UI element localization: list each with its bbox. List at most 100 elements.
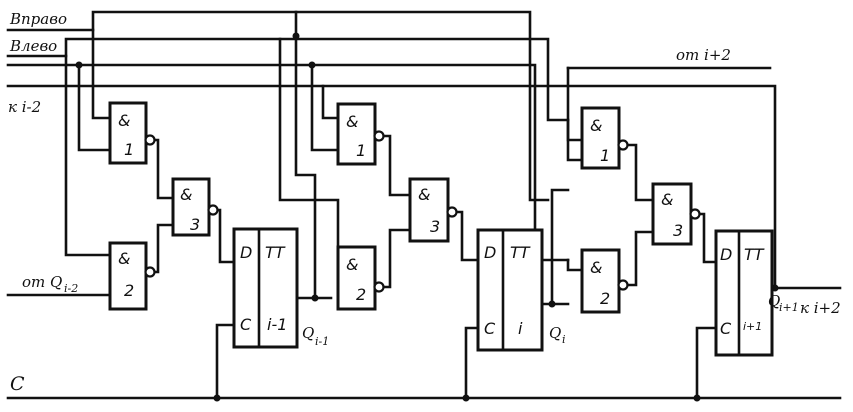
wire-g3-to-d-right [698,212,718,264]
label-right: Вправо [9,10,67,28]
inverter-bubble [617,139,629,151]
output-q-left-sub: i-1 [315,335,329,348]
gate-number: 1 [356,141,366,160]
inverter-bubble [144,134,156,146]
wire-to-i-minus-2 [6,84,777,290]
ff-d-pin: D [240,243,252,262]
flipflop-mid [476,228,544,352]
wire-right-feed [550,188,570,306]
inverter-bubble [689,208,701,220]
wire-right-bus [6,10,550,202]
wire-g3-to-d [216,208,236,264]
junction-dot [462,394,470,402]
wire-g3-to-d-mid [455,210,480,262]
wire-g2-to-g3-mid [382,228,412,289]
gate-number: 2 [124,281,134,300]
junction-dot [292,32,300,40]
wire-g2a-in-mid [278,37,340,257]
ff-stage: i-1 [267,315,287,334]
label-clock: C [10,373,25,395]
stage-mid [278,32,570,402]
wire-g1a-in-mid [321,84,340,120]
gate-symbol: & [418,185,430,204]
output-q-left: Q [302,324,314,342]
wire-g2a-in-right [566,258,584,272]
label-from-q-sub: i-2 [64,282,78,295]
and-gate-1-mid [336,102,377,166]
wire-mid-feed [294,34,317,300]
and-gate-2-left [108,241,148,311]
wire-g1b-in [77,63,112,152]
label-to-i-minus-2: к i-2 [8,98,41,116]
and-gate-2-mid [336,245,377,311]
ff-d-pin: D [484,243,496,262]
gate-number: 1 [600,146,610,165]
inverter-bubble [144,266,156,278]
wire-clock-mid [464,326,480,400]
labels: Вправо Влево к i-2 от Q i-2 от i+2 к i+2… [8,10,841,395]
inverter-bubble [373,281,385,293]
inverter-bubble [617,279,629,291]
inverter-bubble [207,204,219,216]
wire-g2-to-g3-right [626,230,655,287]
ff-c-pin: C [484,319,496,338]
gate-symbol: & [590,116,602,135]
junction-dot [75,61,83,69]
ff-c-pin: C [720,319,732,338]
ff-type: TT [510,243,531,262]
junction-dot [771,284,779,292]
wire-g1-to-g3 [153,138,175,200]
label-from-i-plus-2: от i+2 [676,46,731,64]
gate-symbol: & [118,111,130,130]
ff-stage: i [518,319,523,338]
wire-left-bus [6,37,570,122]
gate-number: 1 [124,140,134,159]
ff-stage: i+1 [743,320,762,333]
gate-symbol: & [118,249,130,268]
gate-symbol: & [346,255,358,274]
wire-from-i-plus-2-drop [566,66,584,162]
wire-g1a-in-right [566,118,584,142]
wire-clock-left [215,323,236,400]
gate-number: 3 [190,215,200,234]
wire-g1a-in [91,28,112,120]
inverter-bubble [373,130,385,142]
gate-symbol: & [180,185,192,204]
label-to-i-plus-2: к i+2 [800,299,841,317]
output-q-right: Q [768,292,780,310]
stage-right [550,106,842,402]
flipflop-right [714,229,774,357]
junction-dot [693,394,701,402]
gate-number: 3 [430,217,440,236]
output-q-mid: Q [549,324,561,342]
flipflop-left [232,227,299,349]
wire-g2a-in [64,54,112,257]
inverter-bubble [446,206,458,218]
output-q-mid-sub: i [562,333,566,346]
wire-g1-to-g3-right [626,143,655,202]
wire-g2-to-g3 [153,223,175,274]
ff-c-pin: C [240,315,252,334]
ff-type: TT [265,243,286,262]
and-gate-1-left [108,101,148,165]
junction-dot [213,394,221,402]
and-gate-1-right [580,106,621,170]
wire-clock-right [695,326,718,400]
and-gate-2-right [580,248,621,314]
gate-symbol: & [590,258,602,277]
gate-symbol: & [346,112,358,131]
gate-number: 3 [673,221,683,240]
ff-type: TT [744,245,765,264]
gate-number: 2 [356,285,366,304]
stage-left [6,28,333,402]
wire-g1b-in-mid [310,63,340,152]
gate-number: 2 [600,289,610,308]
and-gate-3-left [171,177,211,237]
gate-symbol: & [661,190,673,209]
ff-d-pin: D [720,245,732,264]
label-from-q: от Q [22,273,62,291]
output-q-right-sub: i+1 [779,301,799,314]
junction-dot [308,61,316,69]
wire-g1-to-g3-mid [382,134,412,197]
